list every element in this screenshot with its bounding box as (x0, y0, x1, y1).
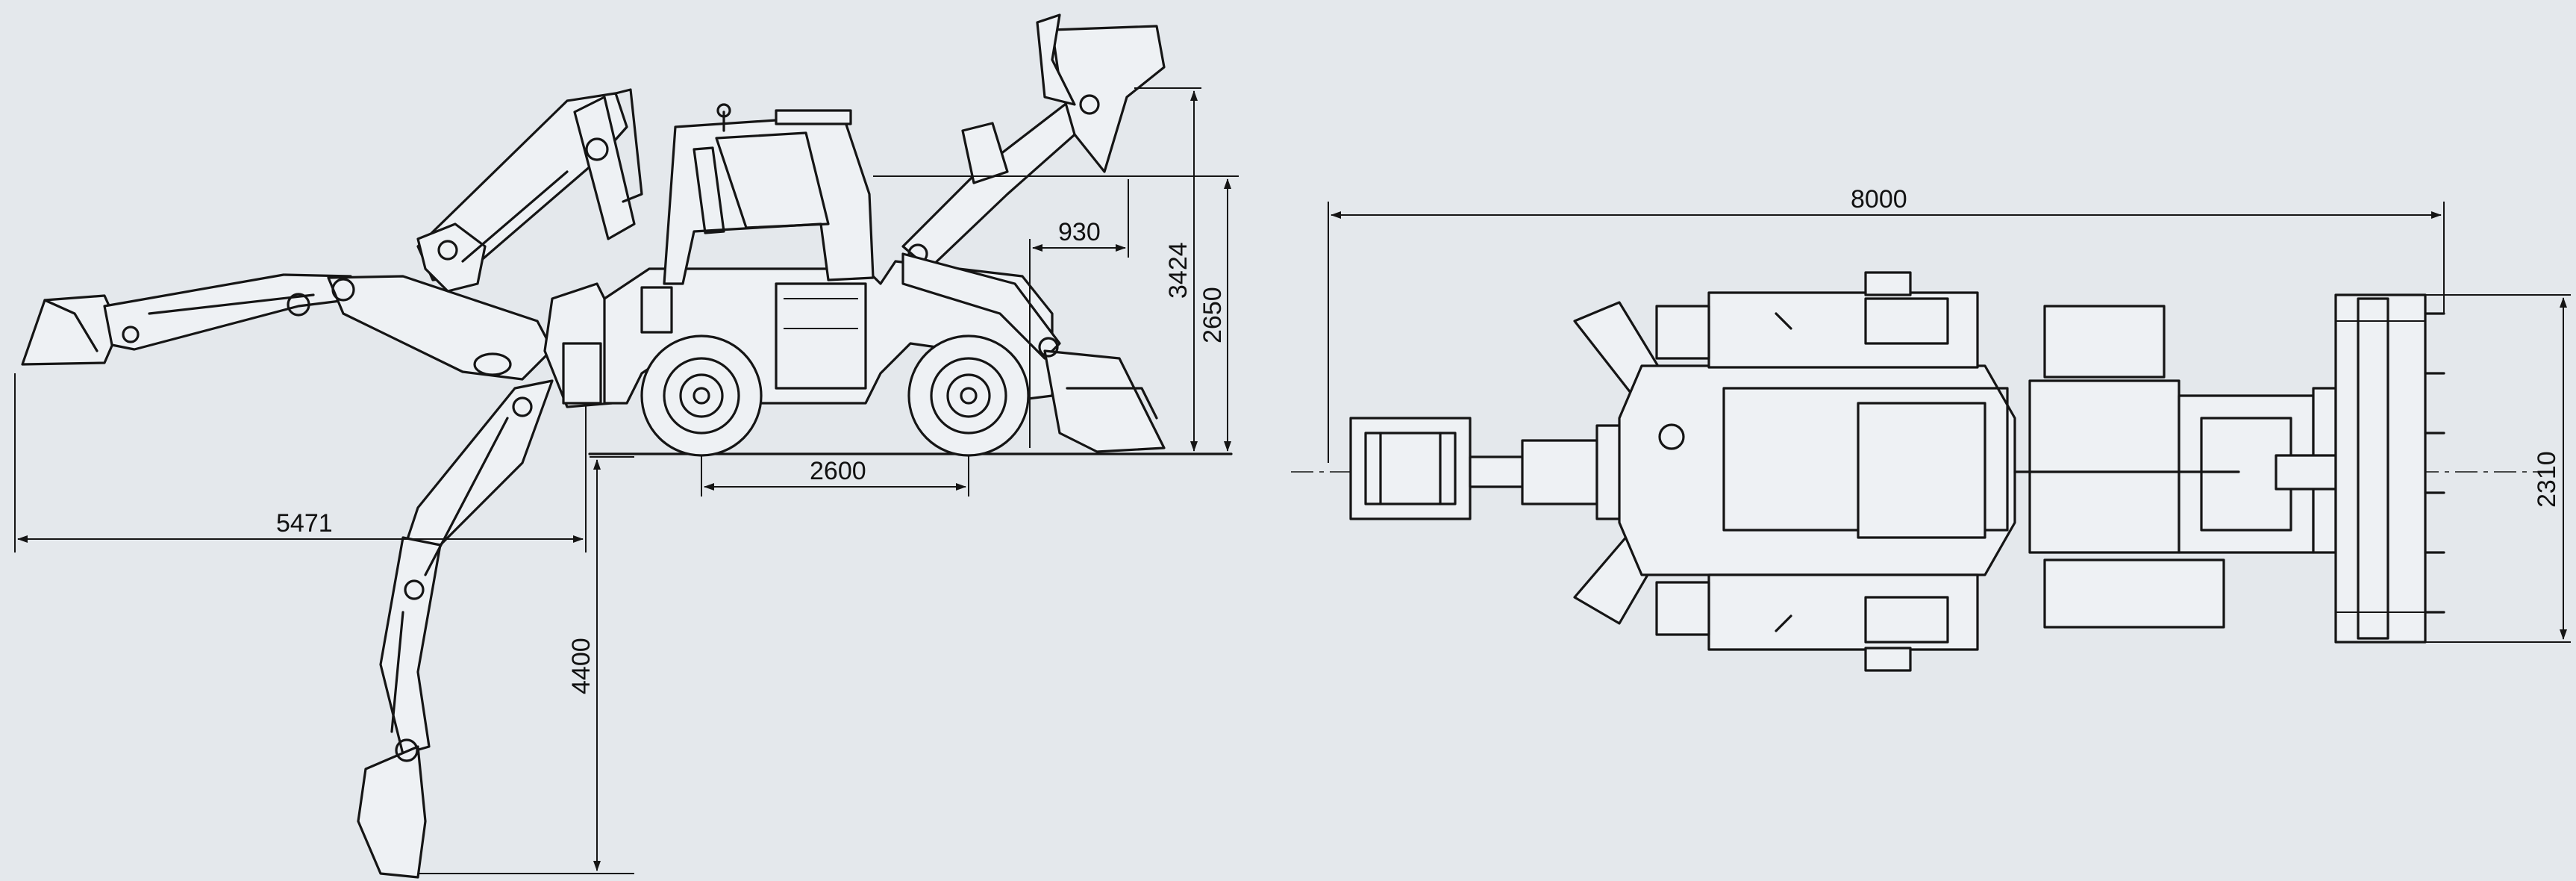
tractor-body (603, 103, 1054, 405)
cab-roof-top (1857, 402, 1986, 539)
loader-arm-raised (901, 13, 1166, 270)
dim-backhoe-reach: 5471 (276, 509, 333, 538)
dim-wheelbase: 2600 (810, 457, 866, 485)
backhoe-arm-extended (21, 273, 554, 381)
cab (663, 114, 875, 285)
dim-bucket-width: 2310 (2533, 451, 2561, 508)
dim-loader-dump-reach: 930 (1058, 218, 1101, 246)
loader-bucket-top (2334, 293, 2427, 644)
top-view: 8000 2310 (1291, 185, 2571, 672)
backhoe-bucket-top (1349, 417, 1472, 520)
front-wheel (907, 334, 1030, 457)
stabilizer (562, 342, 602, 405)
side-view: 5471 4400 2600 930 3424 2650 (14, 13, 1239, 879)
backhoe-arm-raised (416, 88, 643, 293)
rear-fender-top (1707, 291, 1979, 369)
engine-top (2028, 379, 2180, 554)
loader-arm-lowered (901, 252, 1166, 453)
dim-loader-dump-height: 3424 (1164, 242, 1192, 299)
dim-total-height: 2650 (1198, 287, 1227, 343)
dim-overall-length: 8000 (1851, 185, 1907, 214)
backhoe-arm-digging (357, 379, 554, 879)
dim-dig-depth: 4400 (567, 638, 595, 694)
rear-wheel (640, 334, 763, 457)
